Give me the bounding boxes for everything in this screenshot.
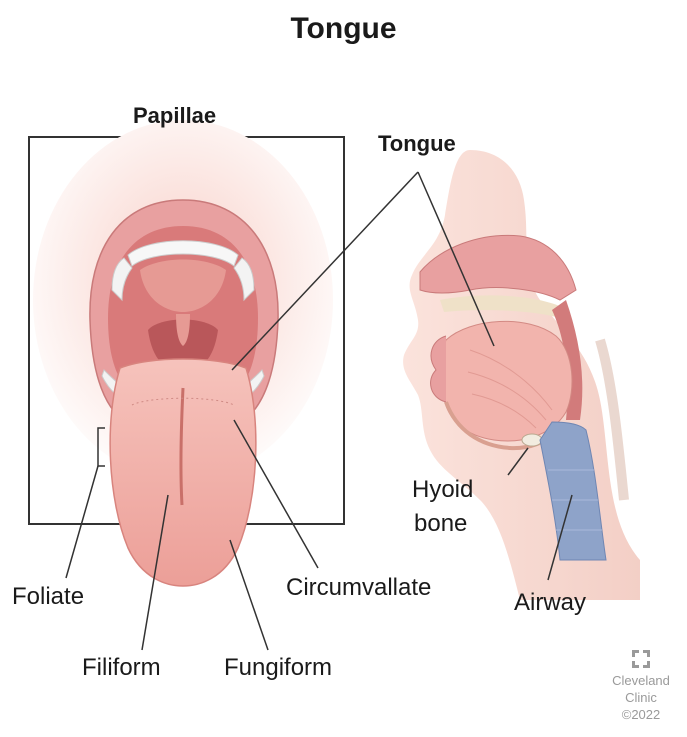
label-airway: Airway <box>514 591 586 615</box>
brand-line1: Cleveland <box>596 672 686 689</box>
cleveland-clinic-logo: Cleveland Clinic ©2022 <box>596 648 686 723</box>
hyoid-bone-shape <box>522 434 542 446</box>
brand-year: ©2022 <box>596 706 686 723</box>
leader-foliate <box>66 466 98 578</box>
cleveland-clinic-mark-icon <box>630 648 652 670</box>
papillae-heading: Papillae <box>133 103 216 129</box>
label-foliate: Foliate <box>12 585 84 609</box>
label-fungiform: Fungiform <box>224 656 332 680</box>
tongue-side-heading: Tongue <box>378 131 456 157</box>
label-hyoid-line2: bone <box>414 512 467 536</box>
leader-fungiform <box>230 540 268 650</box>
label-filiform: Filiform <box>82 656 161 680</box>
label-circumvallate: Circumvallate <box>286 576 431 600</box>
brand-line2: Clinic <box>596 689 686 706</box>
label-hyoid-line1: Hyoid <box>412 478 473 502</box>
